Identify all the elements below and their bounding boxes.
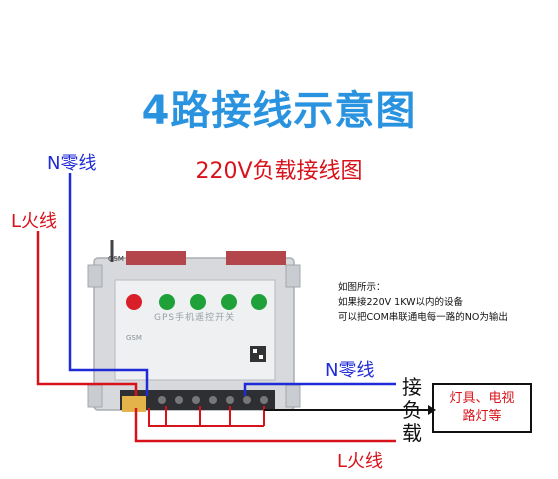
device-panel-label: GPS手机遥控开关 [154,313,236,323]
note-line-3: 可以把COM串联通电每一路的NO为输出 [338,312,508,323]
neutral-wire-input [68,173,149,396]
device-model-label: GSM [126,334,142,342]
load-char-1: 接 [402,375,422,399]
wiring-note: 如图所示： 如果接220V 1KW以内的设备 可以把COM串联通电每一路的NO为… [338,280,508,325]
live-wire-output [134,408,396,443]
channel-1-led [159,294,175,310]
load-box-line-2: 路灯等 [462,409,502,424]
relay-device [87,240,301,412]
live-label-top: L火线 [11,211,58,232]
note-line-1: 如图所示： [338,282,386,293]
neutral-label-top: N零线 [47,153,97,174]
channel-2-led [190,294,206,310]
relay-top-left [126,251,186,265]
load-box: 灯具、电视 路灯等 [432,383,532,433]
relay-top-right [226,251,286,265]
live-wire-input [36,231,138,396]
live-label-bottom: L火线 [337,451,384,472]
neutral-label-right: N零线 [325,360,375,381]
diagram-subtitle: 220V负载接线图 [195,159,363,184]
load-char-3: 载 [402,421,422,445]
com-bus [148,408,264,427]
power-led [126,294,142,310]
power-terminal [122,396,146,412]
channel-4-led [251,294,267,310]
antenna-tag: GSM [108,255,124,263]
load-char-2: 负 [402,398,422,422]
note-line-2: 如果接220V 1KW以内的设备 [338,297,463,308]
neutral-wire-output [243,382,396,396]
qr-code [250,346,266,362]
diagram-title: 4路接线示意图 [141,88,417,134]
load-vertical-label: 接 负 载 [399,376,425,445]
channel-3-led [221,294,237,310]
load-box-line-1: 灯具、电视 [449,391,515,406]
